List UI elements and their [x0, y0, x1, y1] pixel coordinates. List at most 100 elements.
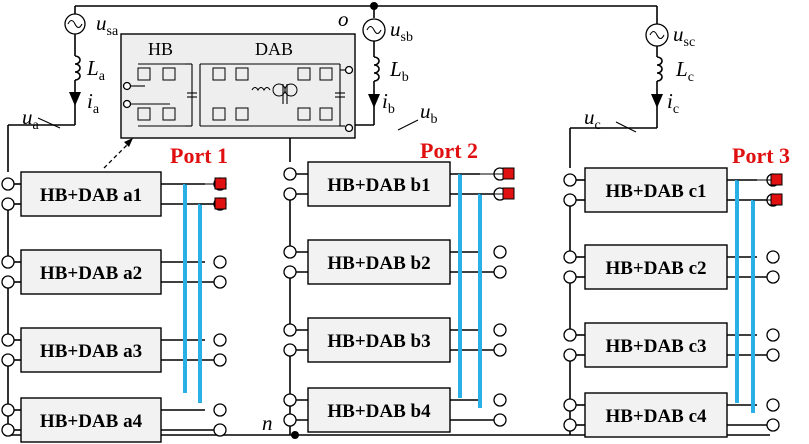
- terminal-icon: [563, 328, 577, 342]
- current-arrow-b-icon: [368, 94, 380, 108]
- switch-icon: [137, 67, 151, 81]
- module-box: [307, 161, 451, 207]
- port-3-label: Port 3: [732, 143, 790, 168]
- transformer-icon: [284, 83, 298, 97]
- module-label: HB+DAB c3: [605, 336, 706, 357]
- inductor-a-icon: [74, 55, 81, 81]
- terminal-icon: [563, 250, 577, 264]
- node-o-label: o: [338, 7, 349, 31]
- inductor-b-icon: [373, 56, 380, 82]
- module-c4: HB+DAB c4: [563, 392, 773, 438]
- pointer-arrow-icon: [124, 138, 133, 147]
- module-label: HB+DAB a4: [40, 411, 143, 432]
- node-n-label: n: [262, 411, 273, 435]
- module-a2: HB+DAB a2: [1, 249, 220, 334]
- module-label: HB+DAB b2: [327, 253, 430, 274]
- module-label: HB+DAB c2: [605, 258, 706, 279]
- module-label: HB+DAB c1: [605, 181, 706, 202]
- phase-a-branch: usa La ia ua: [7, 6, 119, 435]
- terminal-icon: [213, 333, 227, 347]
- module-box: [584, 167, 728, 213]
- port-terminal-icon: [502, 167, 515, 180]
- switch-icon: [235, 67, 249, 81]
- switch-icon: [162, 107, 176, 121]
- switch-icon: [212, 107, 226, 121]
- inductor-c-icon: [656, 56, 663, 82]
- switch-icon: [319, 107, 333, 121]
- terminal-icon: [766, 250, 780, 264]
- port-1-label: Port 1: [170, 143, 228, 168]
- terminal-icon: [1, 255, 15, 269]
- terminal-icon: [283, 343, 297, 357]
- terminal-icon: [1, 177, 15, 191]
- current-b-label: ib: [382, 89, 395, 117]
- terminal-icon: [563, 418, 577, 432]
- switch-icon: [319, 67, 333, 81]
- terminal-icon: [493, 343, 507, 357]
- module-box: [584, 244, 728, 290]
- module-label: HB+DAB a3: [40, 341, 142, 362]
- module-label: HB+DAB b1: [327, 175, 430, 196]
- module-b4: HB+DAB b4: [283, 387, 500, 433]
- voltage-b-label: ub: [420, 99, 438, 127]
- module-box: [20, 327, 162, 373]
- module-b3: HB+DAB b3: [283, 317, 500, 394]
- source-b-label: usb: [390, 17, 413, 45]
- module-label: HB+DAB b4: [327, 401, 431, 422]
- module-a4: HB+DAB a4: [1, 397, 220, 443]
- terminal-icon: [493, 323, 507, 337]
- switch-icon: [297, 107, 311, 121]
- module-c1: HB+DAB c1: [563, 167, 773, 251]
- phase-b-branch: usb Lb ib ub: [289, 6, 438, 435]
- terminal-icon: [283, 187, 297, 201]
- module-box: [307, 239, 451, 285]
- module-c3: HB+DAB c3: [563, 322, 773, 399]
- terminal-icon: [283, 265, 297, 279]
- module-box: [20, 249, 162, 295]
- switch-icon: [162, 67, 176, 81]
- node-n-dot: [291, 431, 299, 439]
- module-b2: HB+DAB b2: [283, 239, 500, 324]
- switch-icon: [297, 67, 311, 81]
- terminal-icon: [213, 353, 227, 367]
- module-a3: HB+DAB a3: [1, 327, 220, 404]
- dab-inductor-icon: [251, 86, 271, 92]
- source-c-label: usc: [673, 22, 695, 50]
- terminal-icon: [766, 270, 780, 284]
- terminal-icon: [283, 167, 297, 181]
- terminal-icon: [493, 245, 507, 259]
- module-c2: HB+DAB c2: [563, 244, 773, 329]
- terminal-icon: [563, 270, 577, 284]
- module-stack-b: HB+DAB b1 HB+DAB b2 HB+DAB b3 HB+DAB b4: [283, 161, 515, 433]
- hb-dab-inset: HB DAB: [120, 33, 356, 139]
- terminal-icon: [1, 403, 15, 417]
- module-a1: HB+DAB a1: [1, 171, 220, 256]
- port-terminal-icon: [214, 177, 227, 190]
- terminal-icon: [213, 423, 227, 437]
- terminal-icon: [563, 398, 577, 412]
- inset-dab-label: DAB: [255, 39, 293, 59]
- source-a-label: usa: [96, 11, 119, 39]
- module-box: [307, 387, 451, 433]
- inset-hb-label: HB: [148, 39, 173, 59]
- terminal-icon: [283, 323, 297, 337]
- module-box: [584, 322, 728, 368]
- switch-icon: [235, 107, 249, 121]
- terminal-icon: [493, 393, 507, 407]
- module-box: [20, 171, 162, 217]
- current-c-label: ic: [667, 89, 679, 117]
- terminal-icon: [213, 255, 227, 269]
- module-label: HB+DAB b3: [327, 331, 430, 352]
- module-box: [20, 397, 162, 443]
- module-stack-c: HB+DAB c1 HB+DAB c2 HB+DAB c3 HB+DAB c4: [563, 167, 783, 438]
- terminal-icon: [1, 423, 15, 437]
- module-box: [584, 392, 728, 438]
- terminal-icon: [766, 348, 780, 362]
- inset-frame: [120, 33, 356, 139]
- inductor-c-label: Lc: [675, 57, 694, 85]
- inductor-a-label: La: [86, 56, 106, 84]
- terminal-icon: [1, 275, 15, 289]
